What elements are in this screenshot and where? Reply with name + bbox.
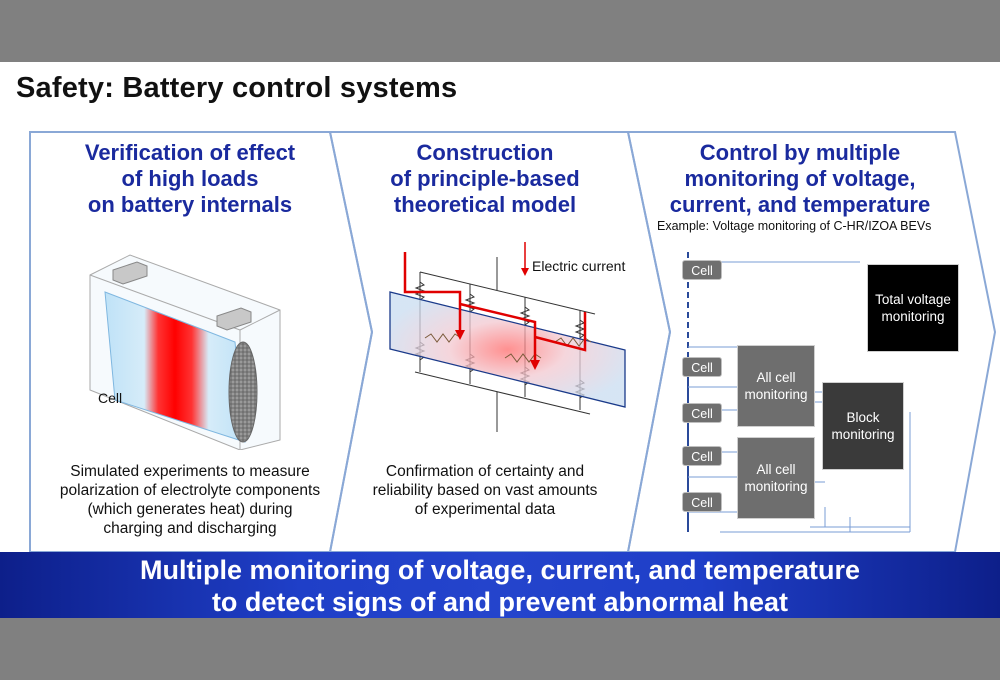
cell-box: Cell (682, 403, 722, 423)
all-cell-monitoring-2: All cell monitoring (737, 437, 815, 519)
slide-title: Safety: Battery control systems (16, 72, 458, 104)
panel-3-title-line: monitoring of voltage, (684, 166, 916, 191)
block-line: monitoring (831, 427, 895, 442)
panel-1-title: Verification of effect of high loads on … (30, 140, 350, 218)
desc-line: Confirmation of certainty and (385, 463, 585, 480)
total-voltage-monitoring: Total voltage monitoring (867, 264, 959, 352)
roll-end (228, 341, 258, 443)
desc-line: charging and discharging (103, 520, 277, 537)
desc-line: polarization of electrolyte components (59, 482, 321, 499)
current-path (403, 252, 587, 362)
desc-line: Simulated experiments to measure (70, 463, 310, 480)
panel-2-description: Confirmation of certainty and reliabilit… (335, 462, 635, 519)
panel-3-title: Control by multiple monitoring of voltag… (640, 140, 960, 218)
block-line: Block (846, 410, 880, 425)
panel-3-title-line: Control by multiple (699, 140, 901, 165)
all-cell-line: All cell (756, 462, 796, 477)
all-cell-line: monitoring (744, 387, 808, 402)
panel-1-title-line: on battery internals (87, 192, 293, 217)
monitoring-wiring (687, 252, 911, 533)
banner-line-1: Multiple monitoring of voltage, current,… (139, 555, 861, 585)
panel-1-description: Simulated experiments to measure polariz… (30, 462, 350, 538)
cell-box: Cell (682, 357, 722, 377)
all-cell-line: All cell (756, 370, 796, 385)
desc-line: reliability based on vast amounts (372, 482, 598, 499)
panel-2-title: Construction of principle-based theoreti… (340, 140, 630, 218)
battery-cell-illustration (89, 254, 281, 450)
electric-current-label: Electric current (532, 258, 626, 274)
electrolyte-plate (389, 291, 626, 408)
cell-box: Cell (682, 260, 722, 280)
total-line: monitoring (881, 309, 945, 324)
banner-line-2: to detect signs of and prevent abnormal … (211, 587, 789, 617)
slide: Safety: Battery control systems Verifica… (0, 62, 1000, 618)
total-line: Total voltage (875, 292, 951, 307)
panel-2-title-line: of principle-based (390, 166, 580, 191)
current-arrowhead (530, 360, 540, 370)
terminal-left (112, 261, 148, 285)
example-caption: Example: Voltage monitoring of C-HR/IZOA… (657, 219, 932, 233)
desc-line: (which generates heat) during (87, 501, 293, 518)
panel-1-title-line: Verification of effect (84, 140, 296, 165)
summary-banner: Multiple monitoring of voltage, current,… (0, 552, 1000, 618)
cell-label: Cell (98, 390, 123, 406)
terminal-right (216, 307, 252, 331)
panel-2-title-line: theoretical model (393, 192, 577, 217)
all-cell-monitoring-1: All cell monitoring (737, 345, 815, 427)
current-arrowhead (455, 330, 465, 340)
panel-3-title-line: current, and temperature (669, 192, 931, 217)
cell-box: Cell (682, 492, 722, 512)
circuit-model-illustration (389, 242, 626, 432)
block-monitoring: Block monitoring (822, 382, 904, 470)
desc-line: of experimental data (414, 501, 556, 518)
all-cell-line: monitoring (744, 479, 808, 494)
cell-box: Cell (682, 446, 722, 466)
electric-current-arrow (521, 268, 529, 276)
panel-2-title-line: Construction (416, 140, 554, 165)
panel-1-title-line: of high loads (121, 166, 259, 191)
